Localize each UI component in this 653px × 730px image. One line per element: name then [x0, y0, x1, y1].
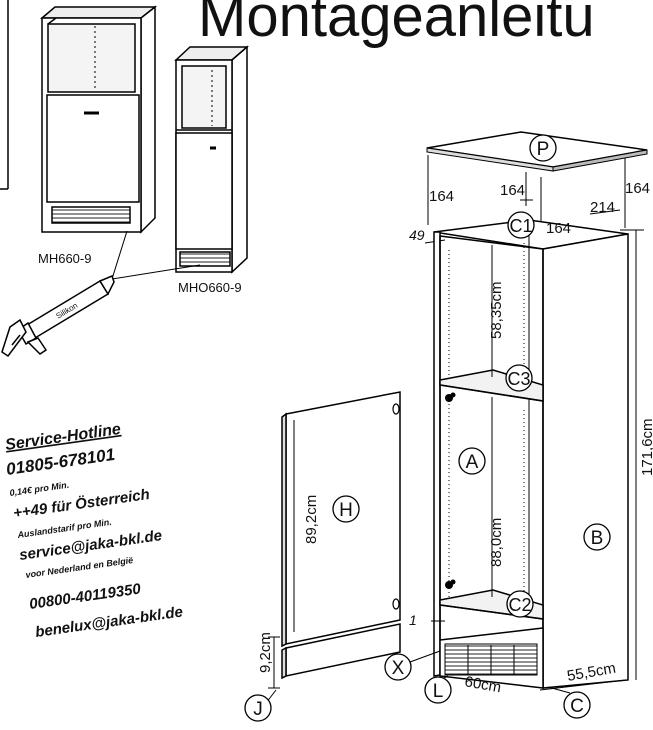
dim-total-height: 171,6cm	[639, 418, 653, 476]
page-title: Montageanleitu	[198, 0, 595, 49]
svg-text:C1: C1	[509, 216, 532, 236]
svg-text:C2: C2	[508, 595, 531, 615]
door-measure-lines	[268, 420, 295, 689]
part-label-c2: C2	[506, 590, 534, 618]
top-dimension-lines	[424, 155, 626, 244]
dim-top-mid: 164	[500, 182, 525, 199]
part-label-p: P	[529, 134, 557, 162]
silicone-pointer-lines	[111, 230, 201, 280]
page-edge-bracket	[0, 0, 9, 190]
dim-top-depth: 214	[590, 199, 615, 216]
dim-inner-164: 164	[546, 220, 571, 237]
model-label-mho660: MHO660-9	[178, 280, 242, 295]
vent-grille-dividers	[467, 645, 515, 675]
inner-dotted-guides	[448, 243, 525, 600]
part-label-h: H	[332, 495, 360, 523]
hotline-rate-de: 0,14€ pro Min.	[9, 480, 70, 498]
svg-text:C: C	[570, 696, 584, 717]
plinth-leader-lines	[409, 620, 627, 694]
dim-plinth-height: 9,2cm	[257, 632, 274, 673]
hotline-phone-nl: 00800-40119350	[28, 580, 142, 613]
part-label-a: A	[458, 447, 486, 475]
part-label-c1: C1	[507, 211, 535, 239]
svg-text:H: H	[339, 500, 353, 521]
dim-width: 60cm	[463, 673, 502, 696]
svg-text:P: P	[537, 139, 550, 160]
svg-text:A: A	[466, 452, 479, 473]
part-label-j: J	[244, 694, 272, 722]
service-hotline-block: Service-Hotline 01805-678101 0,14€ pro M…	[4, 421, 184, 641]
cabinet-mho660-illustration	[174, 45, 250, 274]
height-measure-lines	[491, 229, 644, 680]
part-label-c: C	[563, 691, 591, 719]
part-label-b: B	[583, 523, 611, 551]
hinge-icon	[445, 392, 456, 589]
silicone-gun-icon	[1, 274, 115, 358]
dim-top-right: 164	[625, 180, 650, 197]
dim-offset-49: 49	[409, 227, 425, 243]
part-label-l: L	[424, 676, 452, 704]
dim-top-left: 164	[429, 188, 454, 205]
dim-offset-1: 1	[409, 612, 417, 628]
svg-text:C3: C3	[507, 369, 530, 389]
part-label-x: X	[384, 653, 412, 681]
model-label-mh660: MH660-9	[38, 251, 91, 266]
dim-lower-height: 88,0cm	[488, 518, 505, 567]
door-panel-h	[281, 391, 401, 680]
svg-text:J: J	[253, 699, 263, 720]
svg-text:L: L	[433, 681, 444, 702]
cabinet-mh660-illustration	[39, 5, 158, 234]
part-label-c3: C3	[505, 364, 533, 392]
door-hinge-icon	[392, 403, 400, 610]
svg-text:B: B	[591, 528, 604, 549]
dim-upper-height: 58,35cm	[488, 281, 505, 339]
svg-text:X: X	[392, 658, 405, 679]
dim-door-height: 89,2cm	[303, 495, 320, 544]
